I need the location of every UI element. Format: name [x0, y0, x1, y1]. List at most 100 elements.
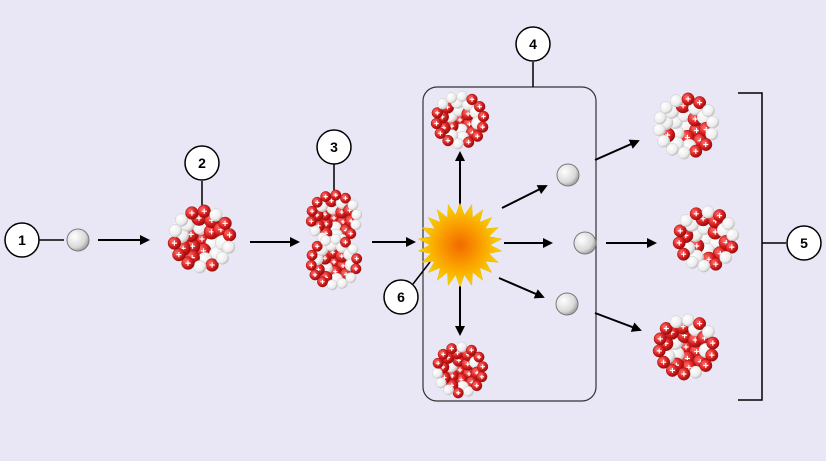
plus-sign	[480, 364, 485, 369]
plus-sign	[683, 344, 689, 350]
neutron-sphere	[701, 104, 715, 118]
plus-sign	[189, 210, 195, 216]
neutron-sphere	[320, 235, 332, 247]
marker-4-label: 4	[529, 36, 537, 52]
neutron-sphere	[456, 341, 468, 353]
marker-5-label: 5	[800, 235, 808, 251]
neutron-sphere	[209, 208, 223, 222]
energy-burst	[417, 202, 503, 288]
plus-sign	[441, 352, 446, 357]
plus-sign	[340, 219, 346, 224]
plus-sign	[309, 209, 315, 214]
leader-6	[412, 261, 431, 285]
plus-sign	[171, 240, 177, 246]
plus-sign	[449, 123, 455, 129]
plus-sign	[694, 128, 700, 133]
plus-sign	[476, 355, 482, 360]
plus-sign	[661, 359, 667, 365]
plus-sign	[475, 134, 480, 139]
neutron-sphere	[174, 213, 189, 227]
plus-sign	[657, 336, 663, 342]
plus-sign	[681, 371, 687, 377]
marker-1: 1	[4, 222, 40, 258]
neutron-sphere	[701, 325, 715, 339]
plus-sign	[681, 251, 687, 257]
next-nucleus-3	[652, 313, 720, 381]
neutron-sphere	[168, 224, 183, 238]
plus-sign	[703, 362, 709, 368]
plus-sign	[467, 121, 472, 127]
marker-4: 4	[515, 26, 551, 62]
neutron-sphere	[652, 123, 666, 137]
plus-sign	[343, 196, 348, 201]
arrow-neutron-1-to-nucleus	[594, 139, 640, 161]
neutron-sphere	[721, 217, 735, 231]
plus-sign	[188, 231, 194, 237]
neutron-sphere	[350, 219, 362, 231]
neutron-sphere	[309, 225, 321, 237]
neutron-sphere	[677, 146, 691, 160]
plus-sign	[348, 231, 353, 236]
plus-sign	[663, 326, 669, 332]
plus-sign	[320, 279, 325, 284]
plus-sign	[449, 346, 454, 351]
neutron-sphere	[706, 115, 720, 129]
plus-sign	[455, 350, 460, 355]
neutron-sphere	[347, 243, 359, 255]
neutron-sphere	[351, 209, 363, 221]
plus-sign	[694, 349, 700, 354]
next-nucleus-2	[672, 205, 740, 273]
plus-sign	[692, 337, 698, 343]
plus-sign	[469, 348, 474, 353]
plus-sign	[309, 263, 314, 268]
neutron-sphere	[435, 377, 447, 389]
neutron-sphere	[443, 384, 454, 396]
next-nucleus-1	[652, 92, 720, 160]
arrow-release-neutron-1	[501, 185, 548, 209]
plus-sign	[323, 194, 328, 199]
unstable-nucleus-bottom	[305, 233, 363, 291]
plus-sign	[322, 212, 328, 217]
plus-sign	[717, 213, 723, 219]
neutron-sphere	[347, 199, 359, 211]
plus-sign	[329, 198, 334, 203]
target-nucleus	[167, 204, 237, 274]
plus-sign	[199, 236, 205, 242]
plus-sign	[477, 104, 482, 109]
neutron-sphere	[681, 313, 695, 327]
plus-sign	[685, 96, 691, 102]
plus-sign	[465, 111, 471, 117]
fragment-nucleus-bottom	[431, 341, 489, 399]
arrow-neutron-3-to-nucleus	[594, 312, 642, 332]
plus-sign	[686, 364, 692, 370]
fragment-nucleus-top	[430, 90, 490, 150]
plus-sign	[312, 272, 318, 277]
plus-sign	[713, 261, 719, 267]
plus-sign	[333, 193, 338, 198]
plus-sign	[189, 243, 196, 249]
plus-sign	[479, 374, 485, 379]
plus-sign	[712, 229, 718, 235]
plus-sign	[677, 228, 683, 234]
plus-sign	[339, 253, 344, 259]
plus-sign	[703, 141, 709, 147]
plus-sign	[309, 253, 315, 258]
plus-sign	[201, 208, 207, 214]
plus-sign	[435, 110, 440, 116]
plus-sign	[176, 252, 182, 258]
plus-sign	[700, 216, 706, 222]
neutron-sphere	[669, 315, 683, 329]
plus-sign	[710, 340, 716, 346]
neutron-sphere	[456, 90, 468, 102]
chain-reaction-bracket	[738, 92, 763, 401]
neutron-sphere	[726, 228, 740, 242]
neutron-sphere	[452, 138, 464, 150]
neutron-sphere	[657, 134, 671, 148]
neutron-sphere	[653, 111, 667, 125]
plus-sign	[466, 139, 471, 145]
marker-3: 3	[316, 129, 352, 165]
marker-2: 2	[184, 145, 220, 181]
neutron-sphere	[685, 255, 699, 269]
neutron-sphere	[193, 260, 207, 274]
